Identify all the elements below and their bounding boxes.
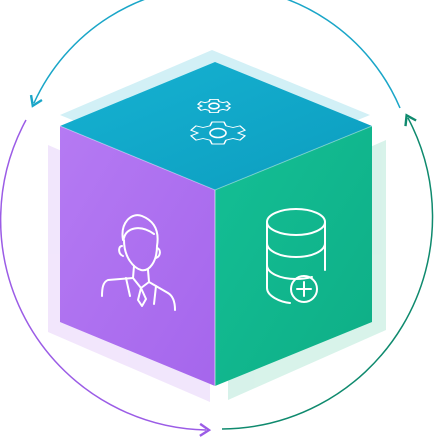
- database-add-icon: [266, 208, 326, 304]
- cycle-arrow-right: [221, 113, 434, 430]
- cube-top-face: [60, 62, 372, 190]
- cycle-arrow-left: [0, 119, 212, 437]
- cube-left-face: [60, 126, 215, 386]
- cycle-arrow-top: [29, 0, 401, 109]
- user-icon: [101, 214, 176, 311]
- gears-icon: [190, 98, 246, 145]
